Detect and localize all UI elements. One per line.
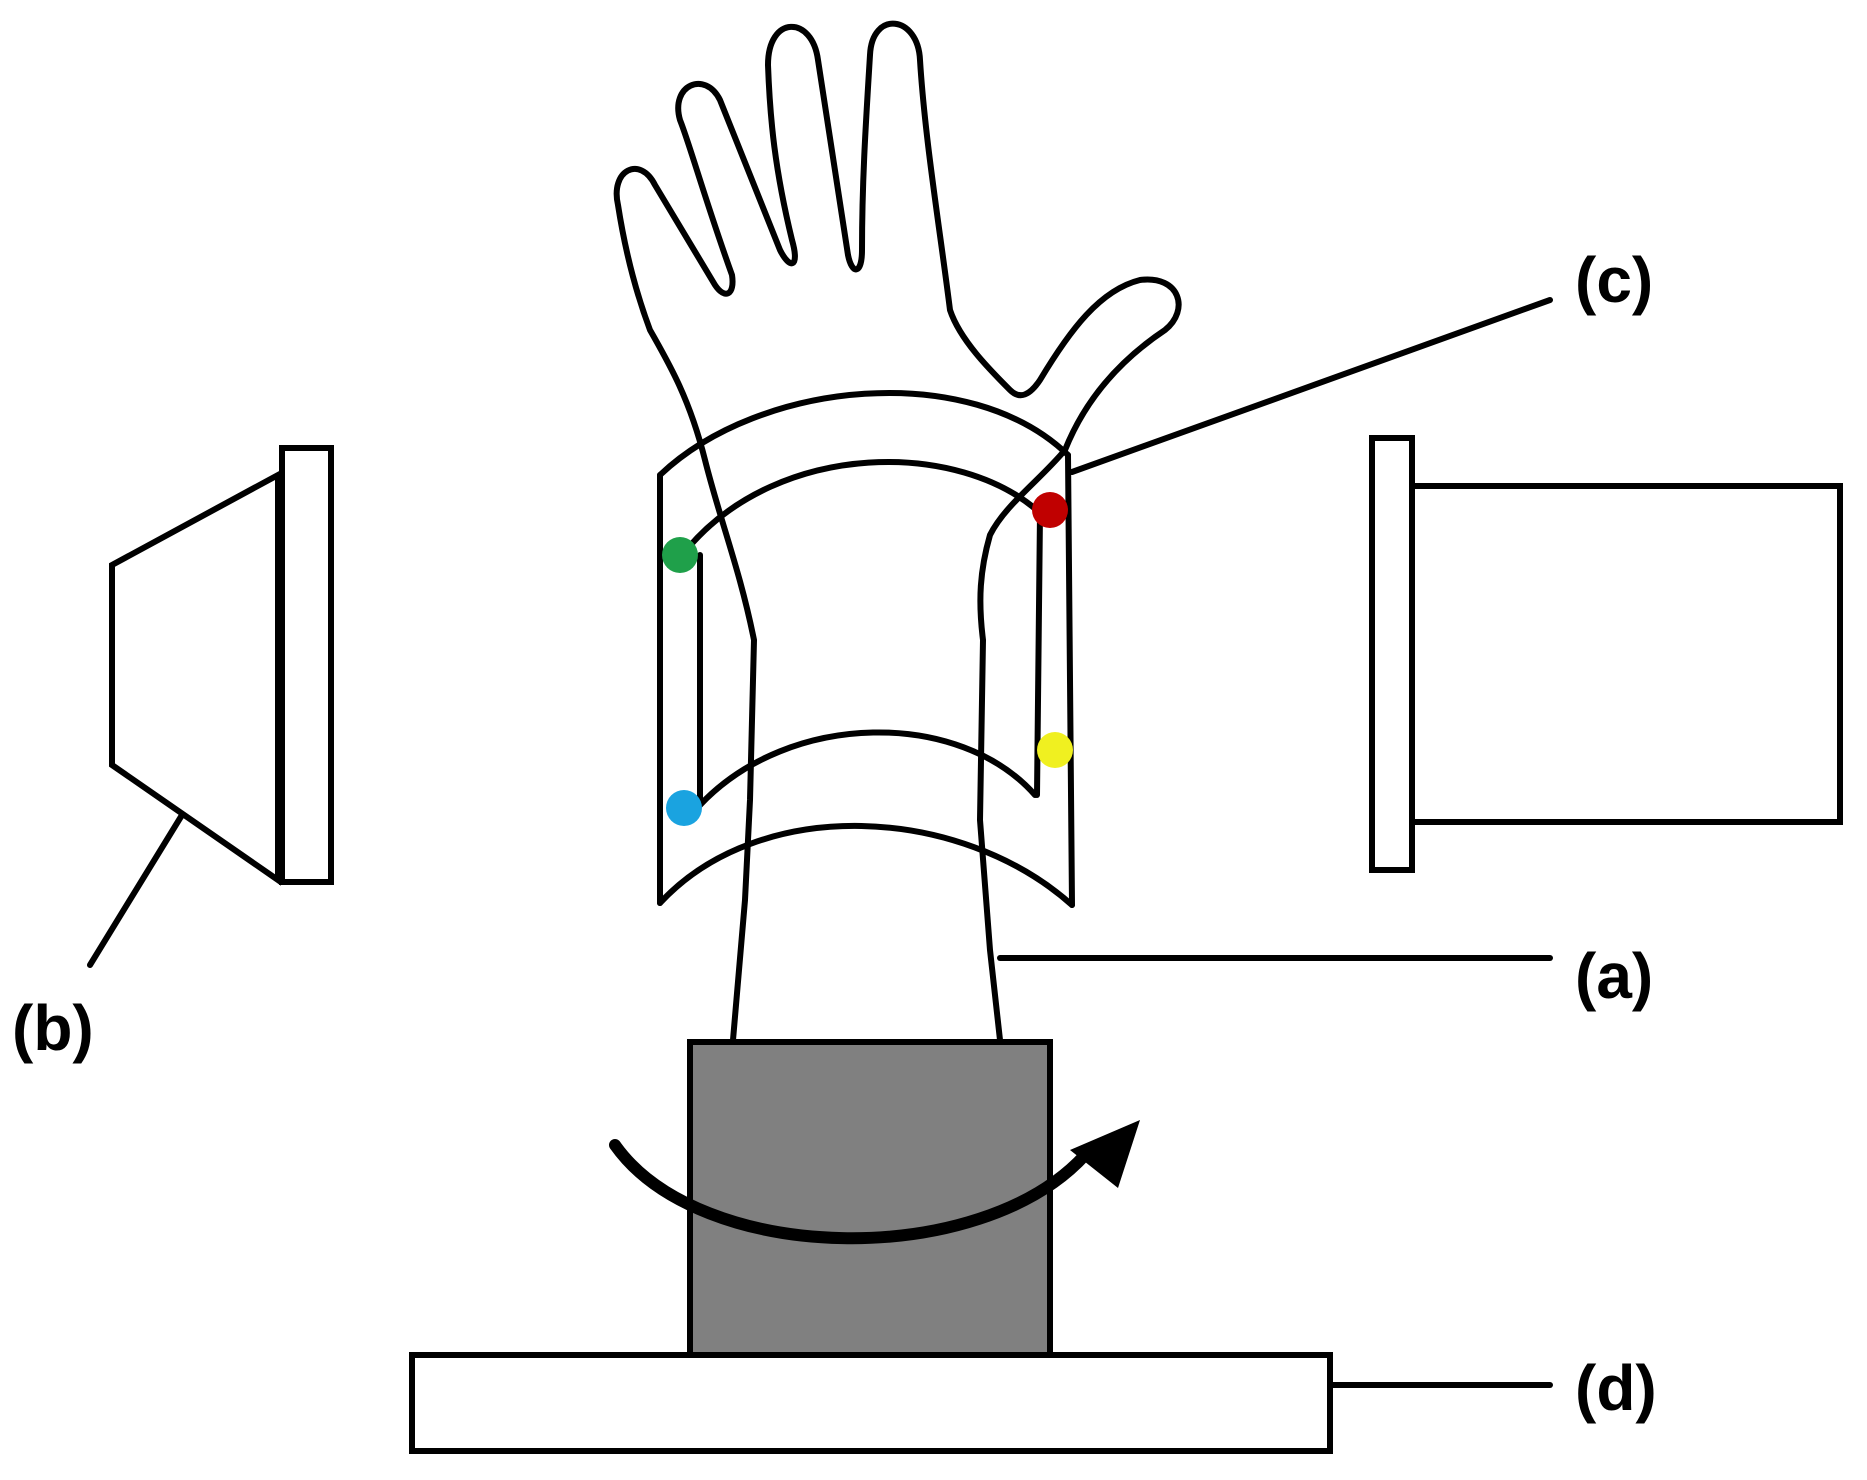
- label-b: (b): [12, 992, 94, 1064]
- detector-plate: [1369, 435, 1415, 873]
- frame-outer-top-arc: [657, 390, 1071, 478]
- rotation-arrow-icon: [609, 1120, 1140, 1245]
- source-plate: [279, 445, 334, 885]
- label-d: (d): [1575, 1352, 1657, 1424]
- frame-inner-top-arc: [685, 459, 1043, 551]
- hand-outline: [613, 20, 1182, 1043]
- xray-source: [109, 445, 334, 886]
- marker-frame: [657, 390, 1075, 908]
- frame-inner-bottom-arc: [697, 729, 1038, 808]
- label-a: (a): [1575, 940, 1653, 1012]
- rotation-arrow-head: [1070, 1120, 1140, 1188]
- rotation-arrow-shaft: [609, 1139, 1091, 1245]
- label-c: (c): [1575, 244, 1653, 316]
- leader-line-b: [87, 812, 185, 968]
- base-platform: [409, 1352, 1333, 1454]
- detector: [1369, 435, 1843, 873]
- leader-line-c: [1069, 297, 1553, 475]
- frame-outer-bottom-arc: [657, 822, 1075, 908]
- marker-green: [662, 537, 698, 573]
- frame-right-outer-edge: [1065, 452, 1075, 908]
- detector-body: [1409, 483, 1843, 825]
- rotating-stage: [687, 1039, 1053, 1358]
- marker-blue: [666, 790, 702, 826]
- marker-red: [1032, 492, 1068, 528]
- marker-yellow: [1037, 732, 1073, 768]
- source-cone: [109, 469, 281, 886]
